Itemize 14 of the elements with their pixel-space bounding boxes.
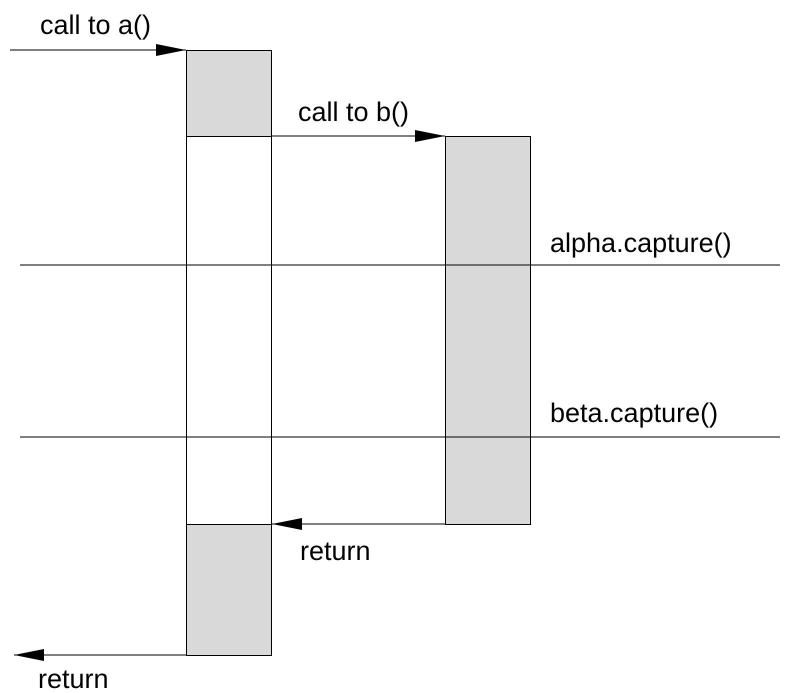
method-label: beta.capture() <box>550 398 718 428</box>
edge-label: call to b() <box>298 97 410 127</box>
edge-label: return <box>38 664 109 693</box>
edge-label: call to a() <box>40 10 152 40</box>
arrow <box>14 649 186 661</box>
activation-bar <box>186 136 272 525</box>
activation-bar <box>186 524 272 656</box>
method-label: alpha.capture() <box>550 228 732 258</box>
arrow <box>272 130 446 142</box>
activation-bar <box>445 136 531 525</box>
arrow <box>10 44 186 56</box>
edge-label: return <box>300 536 371 566</box>
activation-bar <box>186 50 272 137</box>
arrow <box>272 518 446 530</box>
